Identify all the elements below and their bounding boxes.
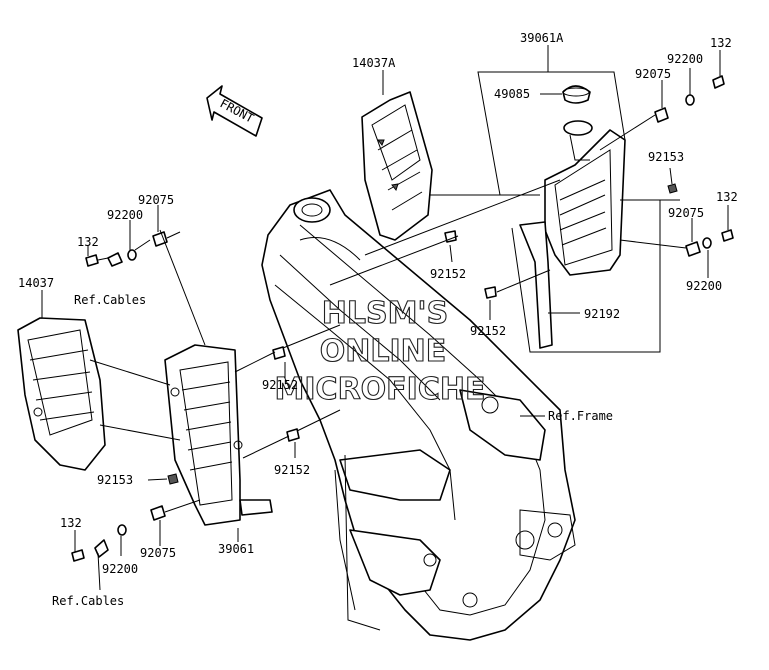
label-132-bottom-left: 132 <box>60 516 82 530</box>
grommet-92075-bl <box>150 505 166 521</box>
bolt-92152-a <box>444 230 457 243</box>
label-92200-left: 92200 <box>107 208 143 222</box>
radiator-shroud-right <box>361 91 433 241</box>
bolt-132-bl <box>71 549 85 562</box>
label-132-left: 132 <box>77 235 99 249</box>
radiator-shroud-left <box>17 317 106 471</box>
label-14037: 14037 <box>18 276 54 290</box>
front-arrow: FRONT <box>206 85 263 137</box>
nut-92153-l <box>167 473 179 485</box>
label-ref-cables-left: Ref.Cables <box>74 293 146 307</box>
bolt-92152-c <box>272 346 286 360</box>
bolt-132-l <box>85 254 99 267</box>
bolt-92152-b <box>484 286 497 299</box>
label-39061: 39061 <box>218 542 254 556</box>
label-92192: 92192 <box>584 307 620 321</box>
label-92153-right: 92153 <box>648 150 684 164</box>
label-39061A: 39061A <box>520 31 564 45</box>
grommet-92075-l <box>152 231 168 247</box>
bolt-92152-d <box>286 428 300 442</box>
radiator-left <box>164 344 273 526</box>
label-ref-cables-bottom-left: Ref.Cables <box>52 594 124 608</box>
label-92152-d: 92152 <box>274 463 310 477</box>
label-92152-b: 92152 <box>470 324 506 338</box>
label-92075-right: 92075 <box>668 206 704 220</box>
watermark: HLSM'S ONLINE MICROFICHE <box>274 295 486 407</box>
label-92075-bottom-left: 92075 <box>140 546 176 560</box>
label-92152-a: 92152 <box>430 267 466 281</box>
radiator-hose <box>519 221 553 349</box>
label-132-top-right: 132 <box>710 36 732 50</box>
label-14037A: 14037A <box>352 56 396 70</box>
label-92200-top-right: 92200 <box>667 52 703 66</box>
nut-92153-r <box>667 183 678 194</box>
cable-clamp-bl <box>94 539 109 558</box>
leader-lines <box>41 45 729 591</box>
label-92075-top-right: 92075 <box>635 67 671 81</box>
label-132-right: 132 <box>716 190 738 204</box>
radiator-right <box>544 120 626 276</box>
watermark-line-3: MICROFICHE <box>275 372 486 407</box>
label-92075-left: 92075 <box>138 193 174 207</box>
label-92200-bottom-left: 92200 <box>102 562 138 576</box>
label-49085: 49085 <box>494 87 530 101</box>
washer-92200-r <box>702 237 712 249</box>
watermark-line-2: ONLINE <box>320 334 447 369</box>
label-92200-right: 92200 <box>686 279 722 293</box>
label-ref-frame: Ref.Frame <box>548 409 613 423</box>
bolt-132-tr <box>712 75 725 89</box>
washer-92200-bl <box>117 524 127 536</box>
bolt-132-r <box>721 229 734 242</box>
small-parts <box>71 75 734 562</box>
callout-labels: 39061A 14037A 132 92200 92075 49085 9215… <box>18 31 738 608</box>
grommet-92075-tr <box>654 107 669 123</box>
radiator-cap <box>562 85 591 104</box>
grommet-92075-r <box>685 241 701 257</box>
cable-clamp-l <box>107 252 123 267</box>
label-92152-c: 92152 <box>262 378 298 392</box>
washer-92200-l <box>127 249 137 261</box>
washer-92200-tr <box>685 94 695 106</box>
label-92153-left: 92153 <box>97 473 133 487</box>
motorcycle-frame <box>261 189 576 641</box>
watermark-line-1: HLSM'S <box>322 296 448 331</box>
